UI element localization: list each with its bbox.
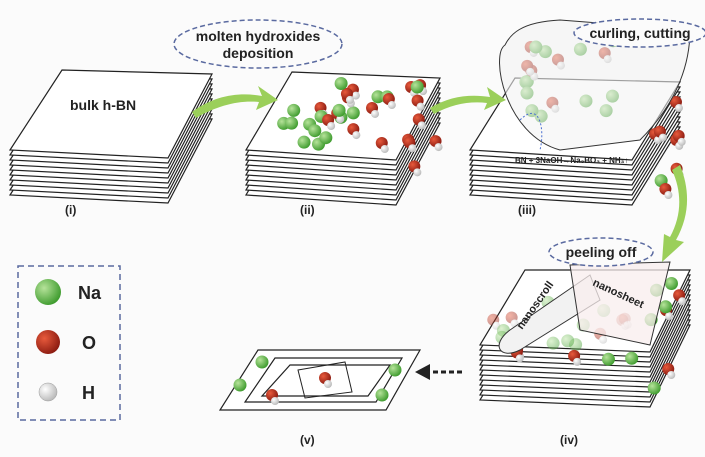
naoh-molecule xyxy=(285,116,299,130)
naoh-molecule xyxy=(653,125,667,142)
stack-i xyxy=(8,69,213,204)
legend-o-label: O xyxy=(82,333,96,353)
naoh-molecule xyxy=(319,131,333,145)
naoh-molecule xyxy=(410,80,424,94)
deposition-bubble xyxy=(173,19,343,69)
naoh-molecule xyxy=(322,113,336,130)
naoh-molecule xyxy=(403,136,417,153)
layer xyxy=(8,69,213,159)
legend-na-label: Na xyxy=(78,283,102,303)
naoh-molecule xyxy=(388,363,402,377)
naoh-molecule xyxy=(371,90,385,104)
deposition-line-1: molten hydroxides xyxy=(196,28,321,44)
naoh-molecule xyxy=(382,93,396,110)
curling-bubble xyxy=(573,18,705,48)
naoh-molecule xyxy=(659,300,673,314)
naoh-molecule xyxy=(332,103,346,117)
naoh-molecule xyxy=(297,135,311,149)
curling-label: curling, cutting xyxy=(589,25,690,41)
deposition-line-2: deposition xyxy=(223,45,294,61)
naoh-molecule xyxy=(568,349,582,366)
naoh-molecule xyxy=(659,182,673,199)
naoh-molecule xyxy=(346,106,360,120)
naoh-molecule xyxy=(672,129,686,146)
peeling-label: peeling off xyxy=(566,244,637,260)
naoh-molecule xyxy=(546,336,560,350)
arrow-iii-to-iv xyxy=(662,165,688,262)
naoh-molecule xyxy=(308,124,322,138)
arrow-iv-to-v xyxy=(415,364,462,380)
naoh-molecule xyxy=(334,77,348,91)
naoh-molecule xyxy=(625,351,639,365)
stage-label-iv: (iv) xyxy=(560,433,578,447)
legend-o-icon xyxy=(36,330,60,354)
naoh-molecule xyxy=(233,378,247,392)
naoh-molecule xyxy=(255,355,269,369)
naoh-molecule xyxy=(319,372,332,388)
naoh-molecule xyxy=(366,101,380,118)
naoh-molecule xyxy=(340,87,354,104)
stage-label-i: (i) xyxy=(65,203,76,217)
naoh-molecule xyxy=(664,276,678,290)
peeling-bubble xyxy=(548,237,654,267)
naoh-molecule xyxy=(375,137,389,154)
legend-na-icon xyxy=(35,279,61,305)
naoh-molecule xyxy=(347,123,361,140)
naoh-molecule xyxy=(561,334,575,348)
naoh-molecule xyxy=(601,352,615,366)
naoh-molecule xyxy=(408,160,422,177)
arrow-ii-to-iii xyxy=(430,87,506,114)
naoh-molecule xyxy=(375,388,389,402)
legend-h-label: H xyxy=(82,383,95,403)
naoh-molecule xyxy=(487,313,501,330)
bulk-hbn-label: bulk h-BN xyxy=(70,97,136,113)
naoh-molecule xyxy=(662,362,676,379)
naoh-molecule xyxy=(673,289,687,306)
curling-sheet xyxy=(499,19,691,151)
naoh-molecule xyxy=(411,94,425,111)
stage-label-iii: (iii) xyxy=(518,203,536,217)
nanosheet-fragment xyxy=(297,361,353,399)
naoh-molecule xyxy=(266,389,279,405)
naoh-molecule xyxy=(647,381,661,395)
reaction-equation: BN + 3NaOH→Na₃BO₃ + NH₃↑ xyxy=(515,156,628,165)
legend-box xyxy=(17,265,121,421)
naoh-molecule xyxy=(287,103,301,117)
cut-line xyxy=(519,112,543,151)
naoh-molecule xyxy=(669,96,683,113)
stage-label-ii: (ii) xyxy=(300,203,315,217)
naoh-molecule xyxy=(412,113,426,130)
arrow-i-to-ii xyxy=(192,86,278,118)
nanosheet-shape xyxy=(569,261,671,346)
legend-h-icon xyxy=(38,382,58,402)
stage-label-v: (v) xyxy=(300,433,315,447)
naoh-molecule xyxy=(429,135,443,152)
